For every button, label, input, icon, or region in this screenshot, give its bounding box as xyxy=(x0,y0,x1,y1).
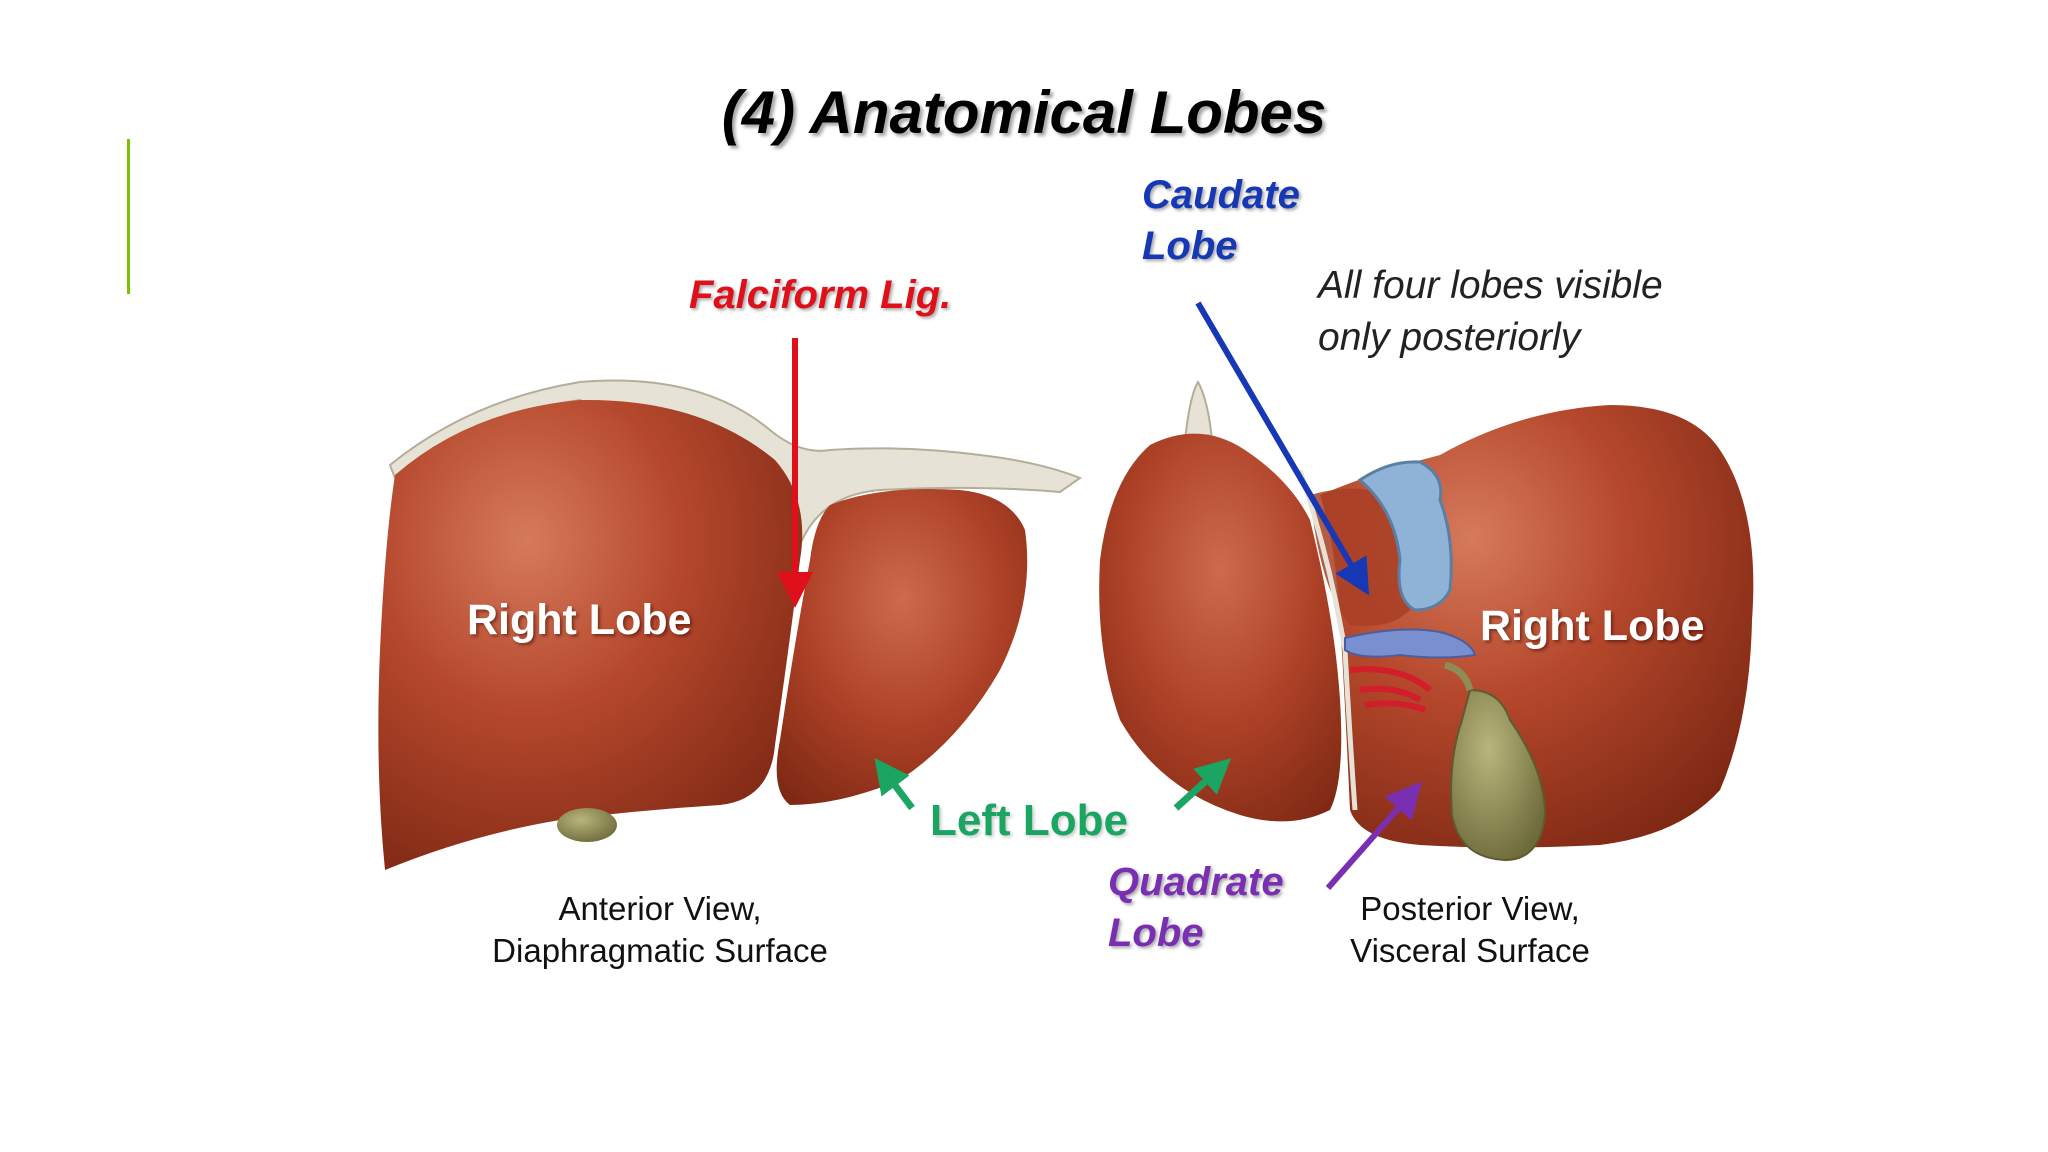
left-lobe-label: Left Lobe xyxy=(930,796,1128,845)
posterior-right-lobe-label: Right Lobe xyxy=(1480,602,1705,650)
portal-vein xyxy=(1344,628,1477,659)
figure-title: (4) Anatomical Lobes xyxy=(721,79,1327,146)
caudate-label-line1: Caudate xyxy=(1142,173,1300,217)
posterior-left-lobe xyxy=(1099,433,1342,822)
anterior-left-lobe xyxy=(776,489,1028,805)
posterior-gallbladder xyxy=(1450,688,1547,862)
caudate-label-line2: Lobe xyxy=(1142,224,1238,268)
anterior-caption-line2: Diaphragmatic Surface xyxy=(492,932,828,969)
posterior-ligament-tip xyxy=(1183,380,1214,441)
anterior-right-lobe xyxy=(378,399,803,870)
posterior-caption-line2: Visceral Surface xyxy=(1350,932,1590,969)
accent-bar xyxy=(127,139,130,294)
cystic-duct xyxy=(1443,661,1474,692)
vena-cava xyxy=(1357,460,1453,612)
quadrate-arrow xyxy=(1325,781,1422,890)
anterior-right-lobe-label: Right Lobe xyxy=(467,596,692,644)
anterior-liver xyxy=(378,379,1083,870)
note-line2: only posteriorly xyxy=(1318,316,1581,359)
falciform-label: Falciform Lig. xyxy=(689,273,952,317)
posterior-liver xyxy=(1099,380,1754,862)
quadrate-label-line2: Lobe xyxy=(1108,911,1204,955)
anterior-caption-line1: Anterior View, xyxy=(558,890,762,927)
quadrate-label-line1: Quadrate xyxy=(1108,860,1284,904)
anterior-gallbladder xyxy=(557,808,617,842)
left-lobe-arrow-right xyxy=(1173,758,1231,811)
note-line1: All four lobes visible xyxy=(1318,264,1663,307)
caudate-arrow xyxy=(1195,301,1370,596)
posterior-caption-line1: Posterior View, xyxy=(1360,890,1580,927)
hepatic-artery xyxy=(1349,666,1432,713)
left-lobe-arrow-left xyxy=(874,758,915,811)
